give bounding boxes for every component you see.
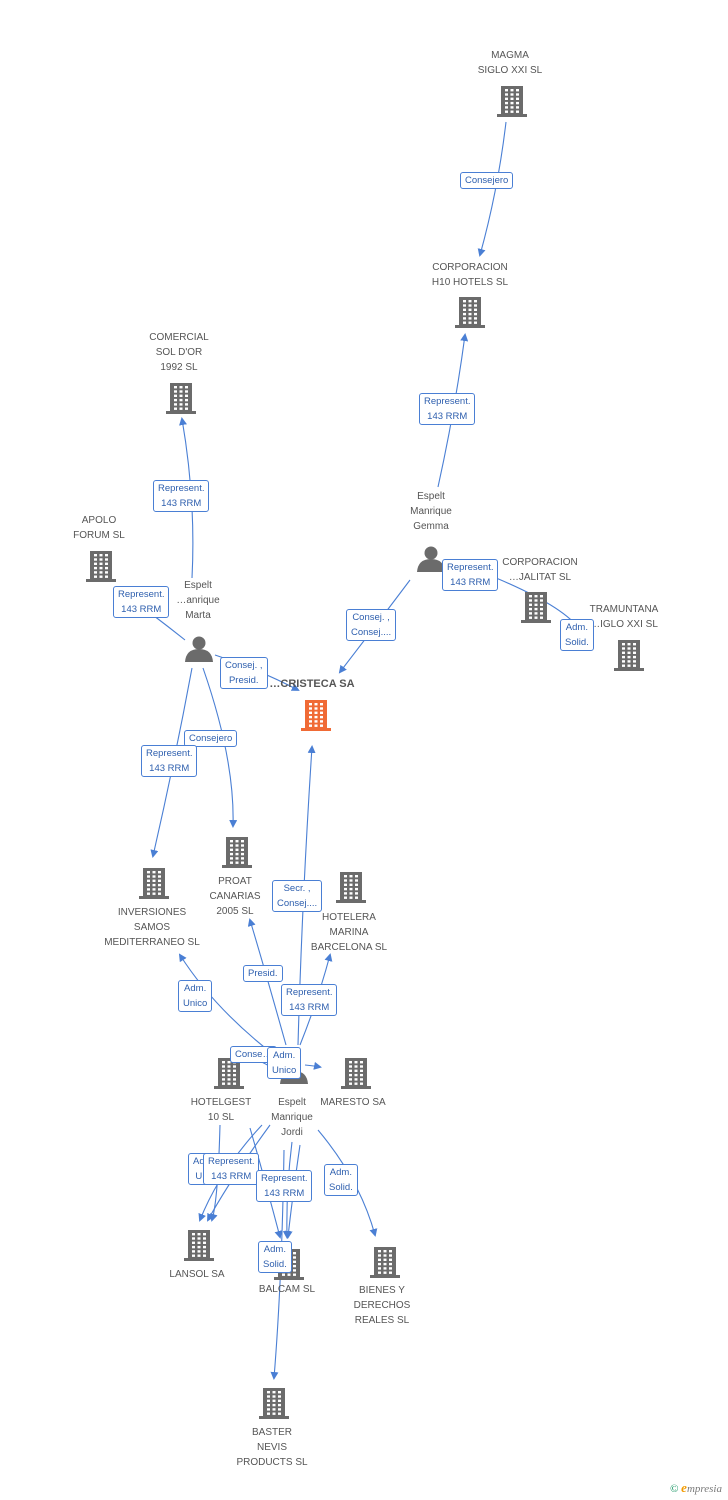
node-label-corpjalitat[interactable]: CORPORACION …JALITAT SL: [502, 557, 578, 583]
edge-jordi-to-maresto: [304, 1061, 322, 1070]
node-label-balcam[interactable]: BALCAM SL: [258, 1284, 316, 1295]
watermark: © empresia: [670, 1480, 722, 1496]
copyright-symbol: ©: [670, 1483, 679, 1495]
company-icon-bienes[interactable]: [370, 1247, 400, 1278]
edge-label-gemma-to-tramuntana[interactable]: Adm. Solid.: [560, 619, 594, 651]
brand-name: mpresia: [686, 1483, 722, 1495]
edge-label-marta-to-comercial[interactable]: Represent. 143 RRM: [153, 480, 210, 512]
brand-e-letter: e: [681, 1480, 687, 1495]
company-icon-baster[interactable]: [259, 1388, 289, 1419]
edge-label-jordi-to-balcam[interactable]: Represent. 143 RRM: [256, 1170, 313, 1202]
company-icon-hotelgest[interactable]: [214, 1058, 244, 1089]
company-icon-inversiones[interactable]: [139, 868, 169, 899]
node-label-gemma[interactable]: Espelt Manrique Gemma: [410, 491, 452, 532]
node-label-hotelera[interactable]: HOTELERA MARINA BARCELONA SL: [310, 912, 388, 953]
company-icon-comercial[interactable]: [166, 383, 196, 414]
edge-label-marta-to-apolo[interactable]: Represent. 143 RRM: [113, 586, 170, 618]
node-label-magma[interactable]: MAGMA SIGLO XXI SL: [477, 50, 543, 76]
person-icon-marta[interactable]: [185, 636, 213, 663]
node-label-marta[interactable]: Espelt …anrique Marta: [176, 580, 220, 621]
node-label-comercial[interactable]: COMERCIAL SOL D'OR 1992 SL: [149, 332, 209, 373]
edge-label-jordi-to-baster[interactable]: Adm. Solid.: [258, 1241, 292, 1273]
node-label-apolo[interactable]: APOLO FORUM SL: [73, 515, 125, 541]
edge-magma-to-h10: [477, 121, 507, 257]
edge-label-marta-to-inversiones[interactable]: Represent. 143 RRM: [141, 745, 198, 777]
company-icon-h10[interactable]: [455, 297, 485, 328]
company-icon-corpjalitat[interactable]: [521, 592, 551, 623]
edge-label-gemma-to-h10[interactable]: Represent. 143 RRM: [419, 393, 476, 425]
company-icon-apolo[interactable]: [86, 551, 116, 582]
node-label-h10[interactable]: CORPORACION H10 HOTELS SL: [431, 262, 509, 288]
node-label-hotelgest[interactable]: HOTELGEST 10 SL: [190, 1097, 252, 1123]
edge-label-jordi-to-maresto[interactable]: Adm. Unico: [267, 1047, 302, 1079]
company-icon-proat[interactable]: [222, 837, 252, 868]
edge-label-jordi-to-bienes[interactable]: Adm. Solid.: [324, 1164, 358, 1196]
edge-label-marta-to-proat[interactable]: Consejero: [184, 730, 238, 747]
node-label-tramuntana[interactable]: TRAMUNTANA …IGLO XXI SL: [589, 604, 659, 630]
node-label-jordi[interactable]: Espelt Manrique Jordi: [271, 1097, 313, 1138]
company-icon-maresto[interactable]: [341, 1058, 371, 1089]
edge-jordi-to-proat: [247, 918, 287, 1046]
edge-marta-to-proat: [202, 667, 238, 828]
edge-label-jordi-to-inversiones[interactable]: Adm. Unico: [178, 980, 213, 1012]
edge-label-magma-to-h10[interactable]: Consejero: [460, 172, 514, 189]
node-label-bienes[interactable]: BIENES Y DERECHOS REALES SL: [353, 1285, 411, 1326]
node-label-inversiones[interactable]: INVERSIONES SAMOS MEDITERRANEO SL: [104, 907, 200, 948]
edge-label-gemma-to-corpjalitat[interactable]: Represent. 143 RRM: [442, 559, 499, 591]
company-icon-magma[interactable]: [497, 86, 527, 117]
edge-label-gemma-to-cristeca[interactable]: Consej. , Consej....: [346, 609, 397, 641]
person-icon-gemma[interactable]: [417, 546, 445, 573]
main-company-icon-cristeca[interactable]: [301, 700, 331, 731]
edge-label-jordi-to-hotelera[interactable]: Represent. 143 RRM: [281, 984, 338, 1016]
edge-label-jordi-to-cristeca[interactable]: Secr. , Consej....: [272, 880, 323, 912]
company-icon-hotelera[interactable]: [336, 872, 366, 903]
node-label-cristeca[interactable]: …CRISTECA SA: [269, 678, 355, 690]
edge-label-jordi-to-proat[interactable]: Presid.: [243, 965, 283, 982]
company-icon-lansol[interactable]: [184, 1230, 214, 1261]
node-label-maresto[interactable]: MARESTO SA: [320, 1097, 386, 1108]
company-icon-tramuntana[interactable]: [614, 640, 644, 671]
node-label-proat[interactable]: PROAT CANARIAS 2005 SL: [209, 876, 261, 917]
node-label-lansol[interactable]: LANSOL SA: [169, 1269, 225, 1280]
edge-label-jordi-to-lansol[interactable]: Represent. 143 RRM: [203, 1153, 260, 1185]
node-label-baster[interactable]: BASTER NEVIS PRODUCTS SL: [236, 1427, 308, 1468]
edge-label-marta-to-cristeca[interactable]: Consej. , Presid.: [220, 657, 268, 689]
